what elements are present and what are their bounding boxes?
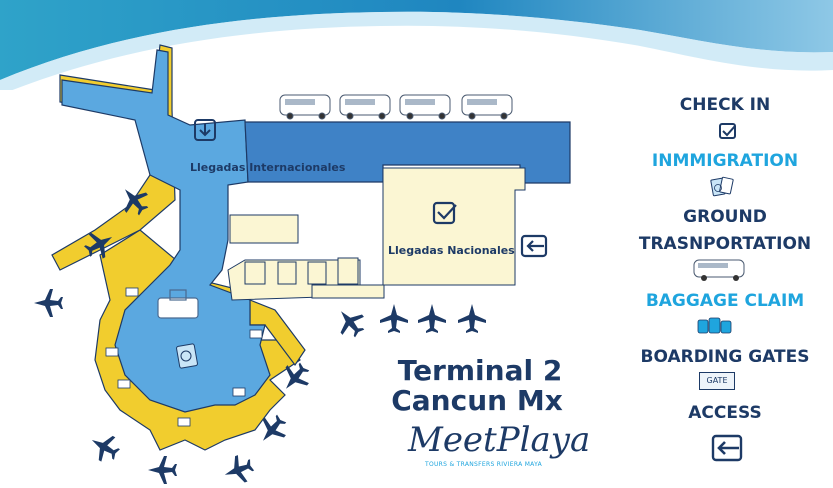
shuttle-vans	[279, 94, 513, 120]
map-check-icon	[432, 201, 457, 225]
gate-icon-text: GATE	[706, 376, 728, 385]
airplane-icon	[84, 232, 113, 259]
legend-boarding-gates-label: BOARDING GATES	[640, 347, 810, 367]
airplane-icon	[418, 304, 446, 333]
legend-ground-line1: GROUND	[683, 207, 767, 227]
legend-baggage-label: BAGGAGE CLAIM	[645, 291, 805, 311]
airplane-icon	[124, 189, 149, 216]
title-line1: Terminal 2	[397, 354, 563, 387]
map-luggage-icon	[157, 289, 199, 319]
map-arrival-icon	[194, 119, 216, 141]
map-passport-icon	[176, 343, 198, 369]
legend-ground-line2: TRASNPORTATION	[638, 234, 812, 254]
airplane-icon	[224, 455, 255, 483]
airplane-icons	[34, 189, 486, 484]
airplane-icon	[285, 362, 310, 389]
check-icon	[719, 123, 736, 139]
access-arrow-icon	[711, 434, 743, 462]
map-access-icon	[520, 234, 548, 258]
header-wave	[0, 0, 833, 90]
airplane-icon	[458, 304, 486, 333]
title-line2: Cancun Mx	[391, 384, 563, 417]
luggage-icon	[697, 317, 732, 334]
label-national-arrivals: Llegadas Nacionales	[388, 244, 515, 257]
brand-logo: MeetPlaya	[408, 420, 591, 460]
van-icon	[693, 259, 745, 281]
airplane-icon	[91, 435, 120, 462]
legend-access-label: ACCESS	[688, 403, 762, 423]
legend-immigration-label: INMMIGRATION	[651, 151, 799, 171]
national-terminal	[227, 167, 526, 301]
international-terminal	[61, 49, 571, 413]
airplane-icon	[34, 289, 63, 317]
airplane-icon	[380, 304, 408, 333]
airplane-icon	[340, 311, 365, 338]
gate-signs	[105, 287, 263, 427]
airplane-icon	[262, 414, 287, 441]
passport-icon	[710, 176, 734, 197]
airplane-icon	[148, 456, 177, 484]
brand-tagline: TOURS & TRANSFERS RIVIERA MAYA	[425, 461, 543, 468]
label-international-arrivals: Llegadas Internacionales	[190, 161, 346, 174]
gate-icon: GATE	[699, 372, 735, 390]
legend-check-in-label: CHECK IN	[679, 95, 771, 115]
